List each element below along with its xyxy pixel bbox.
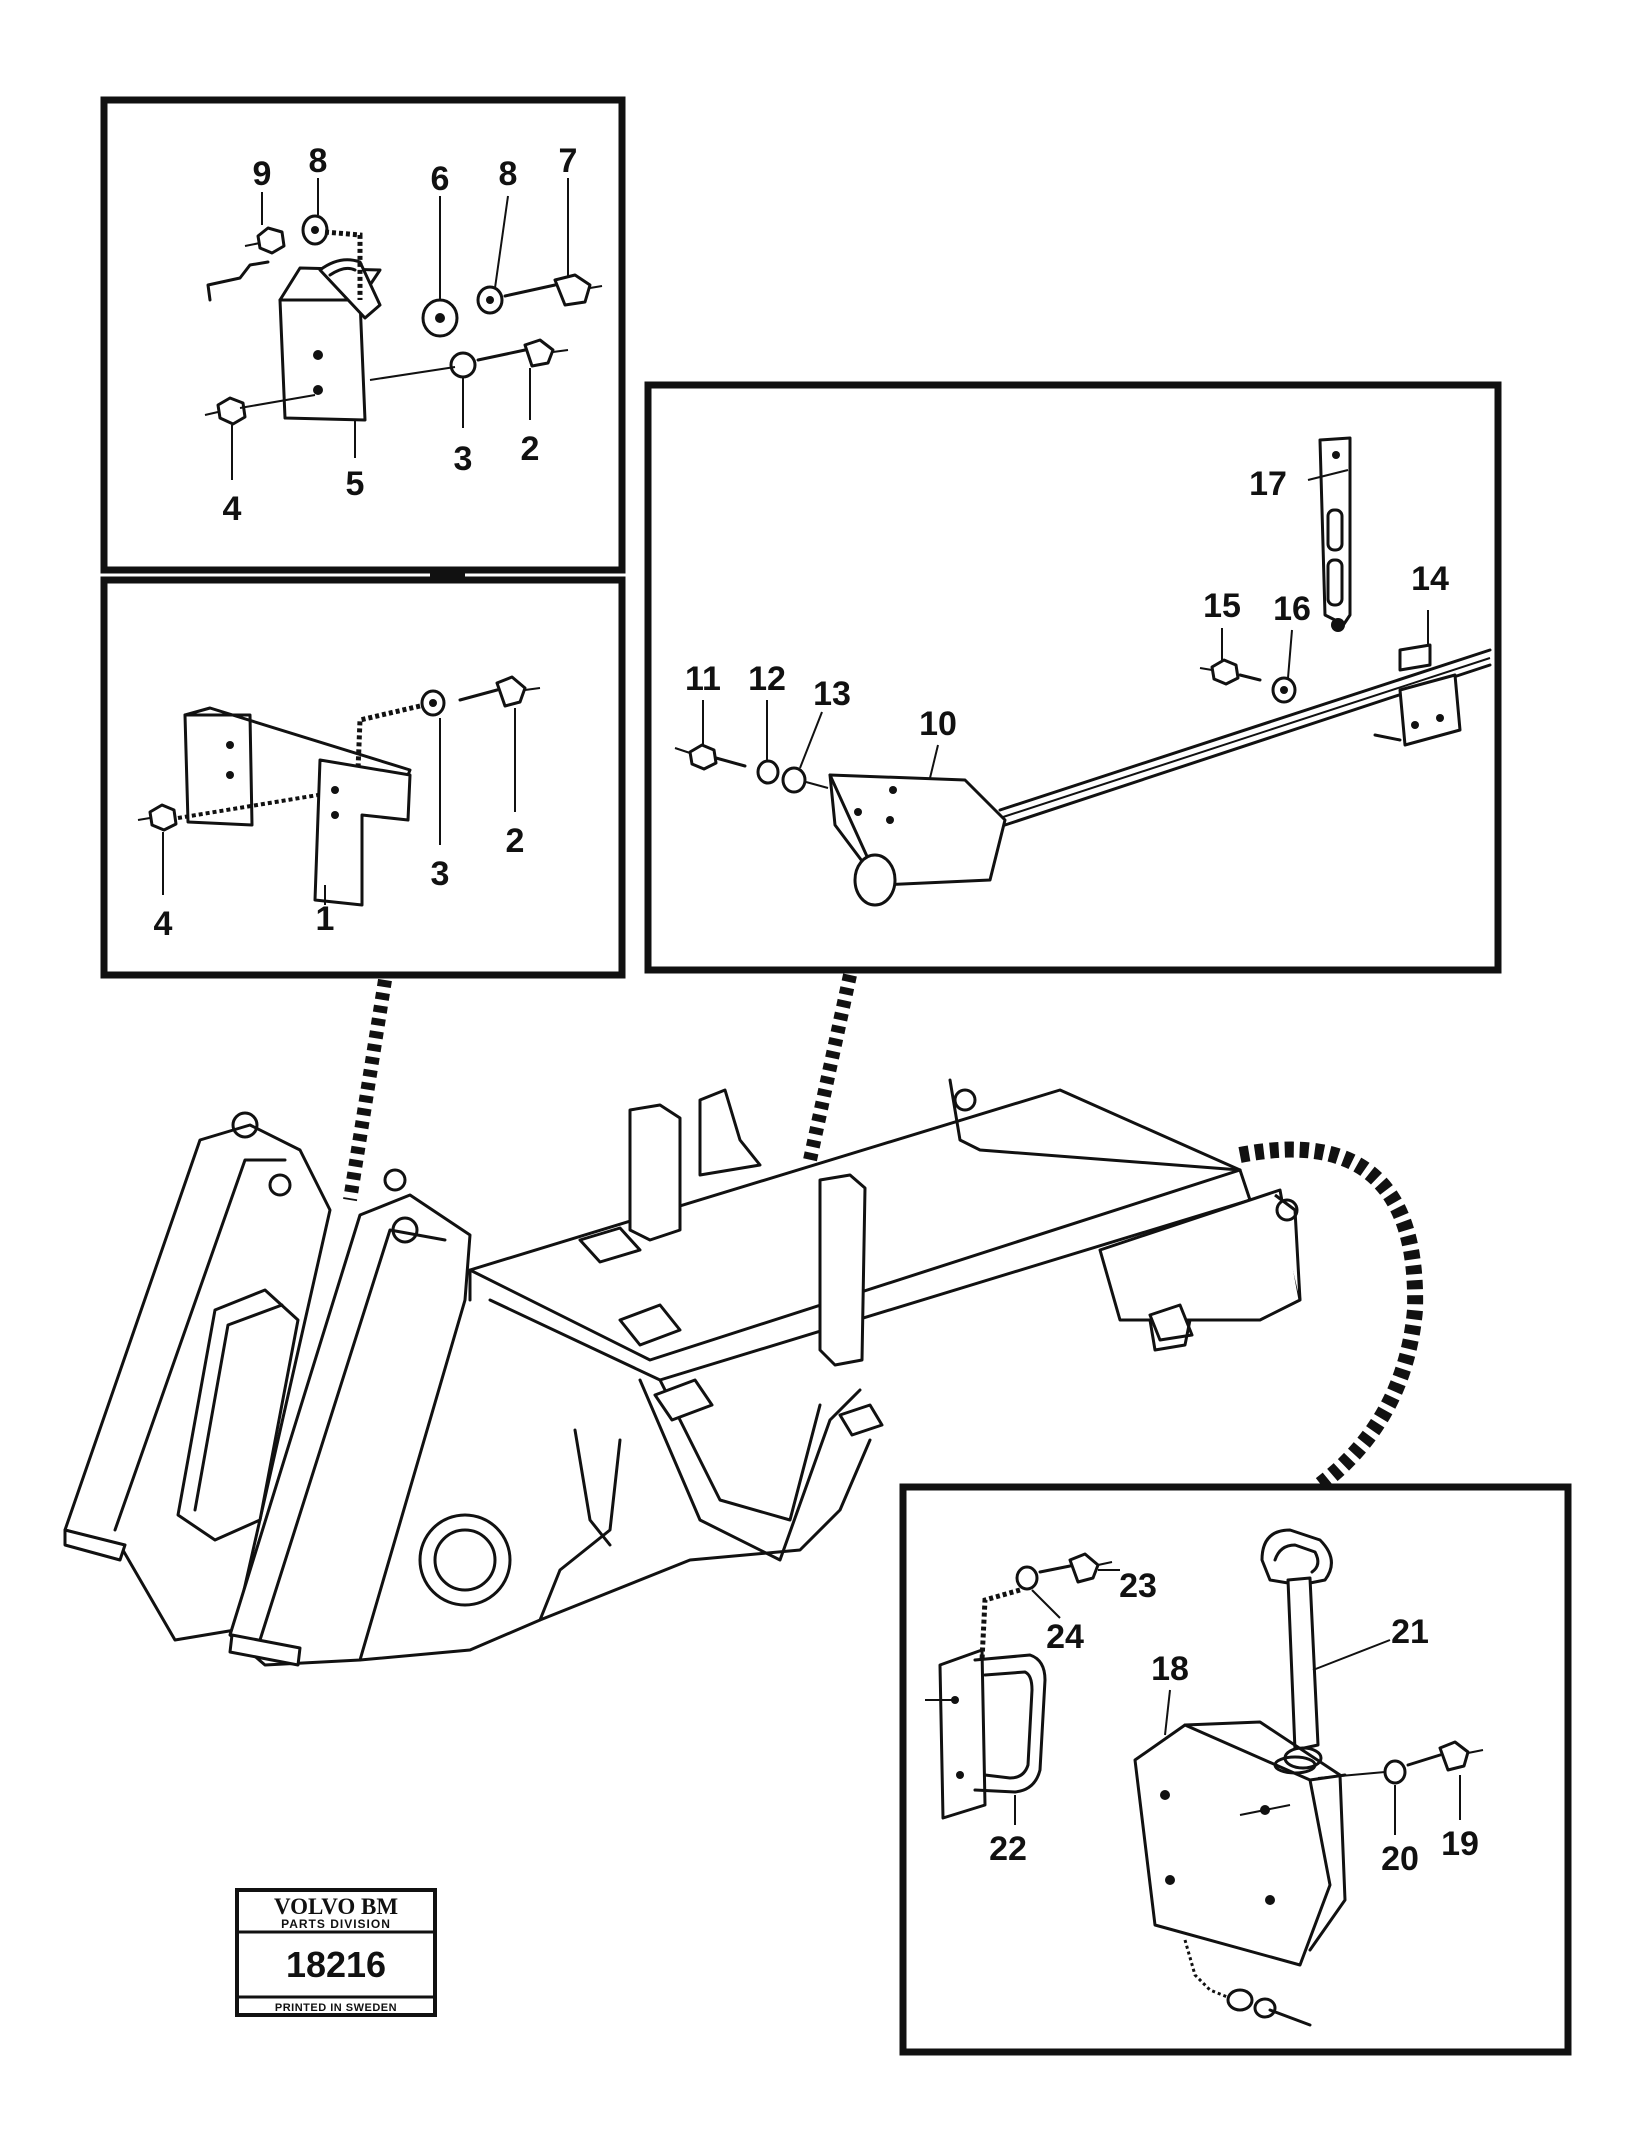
callout-5: 5 — [346, 465, 365, 503]
callout-8: 8 — [309, 142, 328, 180]
callout-21: 21 — [1391, 1613, 1429, 1651]
panel-mid-right: 17 15 16 14 11 12 13 10 — [644, 381, 1502, 974]
callout-2: 2 — [506, 822, 525, 860]
stamp-brand: VOLVO BM — [274, 1894, 398, 1919]
panel-mid-left: 3 2 4 1 — [100, 576, 626, 979]
stamp-division: PARTS DIVISION — [281, 1917, 391, 1931]
callout-3: 3 — [431, 855, 450, 893]
callout-1: 1 — [316, 900, 335, 938]
callout-15: 15 — [1203, 587, 1241, 625]
callout-13: 13 — [813, 675, 851, 713]
callout-19: 19 — [1441, 1825, 1479, 1863]
callout-6: 6 — [431, 160, 450, 198]
callout-8b: 8 — [499, 155, 518, 193]
main-frame — [63, 1078, 1302, 1667]
callout-4: 4 — [154, 905, 173, 943]
callout-7: 7 — [559, 142, 578, 180]
callout-9: 9 — [253, 155, 272, 193]
callout-22: 22 — [989, 1830, 1027, 1868]
callout-4: 4 — [223, 490, 242, 528]
connector-leaders — [343, 973, 1424, 1492]
callout-16: 16 — [1273, 590, 1311, 628]
callout-23: 23 — [1119, 1567, 1157, 1605]
callout-3: 3 — [454, 440, 473, 478]
stamp-printed: PRINTED IN SWEDEN — [275, 2002, 397, 2014]
callout-14: 14 — [1411, 560, 1449, 598]
callout-12: 12 — [748, 660, 786, 698]
callout-2: 2 — [521, 430, 540, 468]
callout-10: 10 — [919, 705, 957, 743]
panel-bottom-right: 23 24 21 18 19 20 22 — [899, 1483, 1572, 2056]
callout-20: 20 — [1381, 1840, 1419, 1878]
callout-18: 18 — [1151, 1650, 1189, 1688]
callout-11: 11 — [685, 660, 721, 698]
panel-top-left: 9 8 6 8 7 3 2 4 5 — [100, 96, 626, 574]
callout-24: 24 — [1046, 1618, 1084, 1656]
callout-17: 17 — [1249, 465, 1287, 503]
volvo-bm-stamp: VOLVO BM PARTS DIVISION 18216 PRINTED IN… — [235, 1888, 437, 2017]
stamp-number: 18216 — [286, 1944, 386, 1985]
